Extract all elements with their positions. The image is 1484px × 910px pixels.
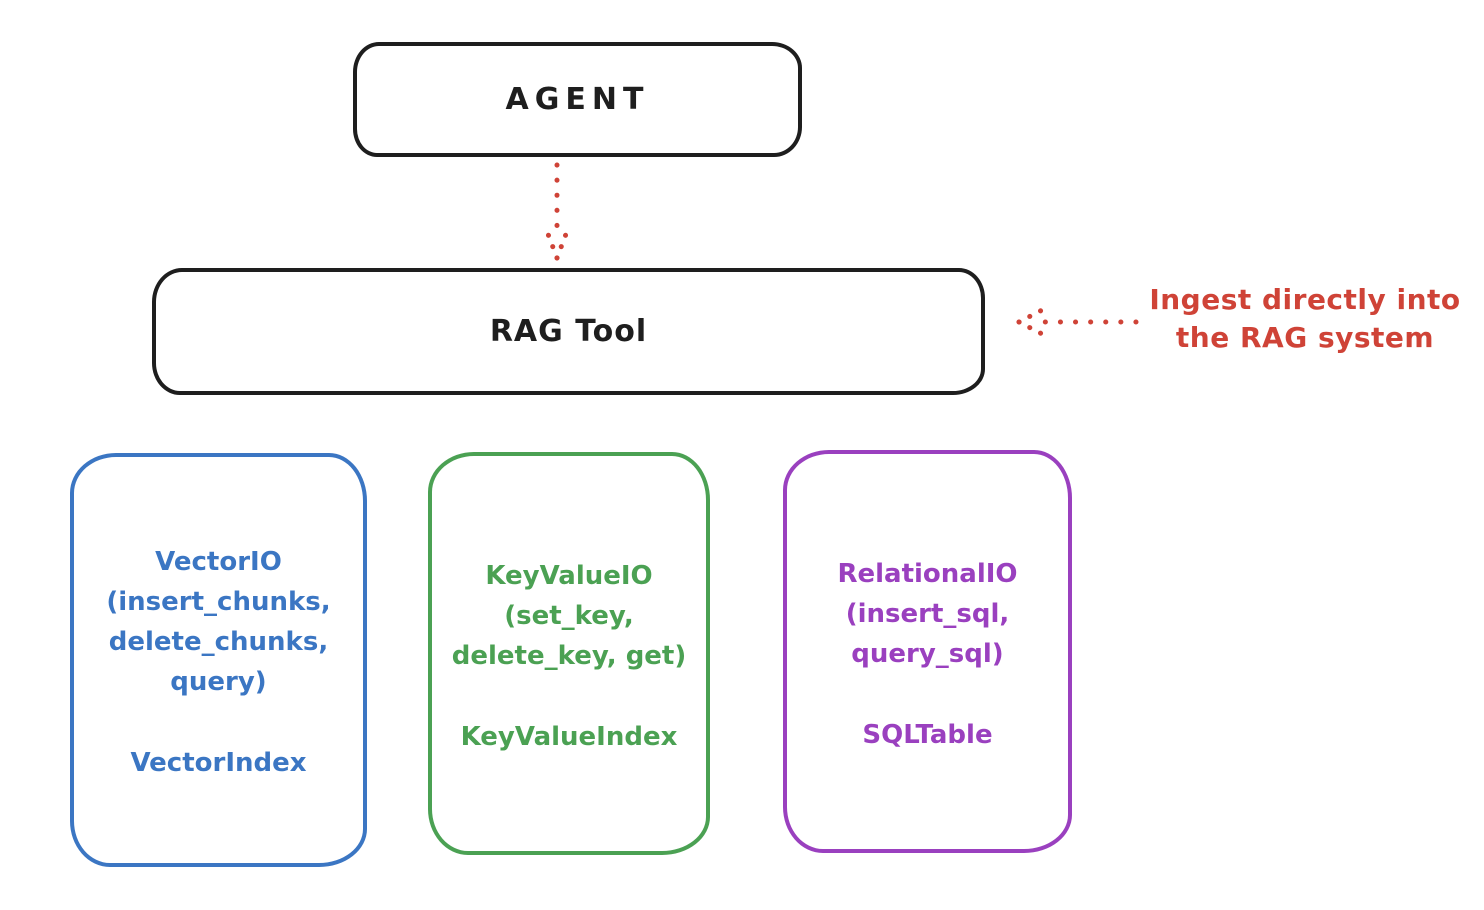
rag-tool-label: RAG Tool: [489, 314, 648, 349]
ingest-annotation: Ingest directly into the RAG system: [1138, 281, 1472, 357]
signature-line: query): [170, 667, 267, 697]
signature-line: VectorIO: [155, 547, 282, 577]
ingest-arrow-icon: [1016, 305, 1139, 339]
signature-line: delete_chunks,: [108, 627, 329, 657]
keyvalueio-card: KeyValueIO (set_key, delete_key, get) Ke…: [428, 452, 710, 855]
signature-line: delete_key, get): [451, 640, 687, 671]
signature-line: (set_key,: [504, 600, 634, 631]
vectorio-signature: VectorIO (insert_chunks, delete_chunks, …: [106, 542, 330, 702]
ingest-annotation-line1: Ingest directly into: [1149, 283, 1461, 316]
signature-line: RelationalIO: [837, 558, 1018, 589]
rag-tool-box: RAG Tool: [152, 268, 985, 395]
vectorio-index-label: VectorIndex: [130, 748, 307, 778]
signature-line: (insert_sql,: [845, 598, 1010, 629]
ingest-annotation-line2: the RAG system: [1175, 321, 1435, 354]
keyvalueio-signature: KeyValueIO (set_key, delete_key, get): [452, 556, 687, 676]
agent-label: AGENT: [505, 82, 650, 117]
agent-box: AGENT: [353, 42, 802, 157]
signature-line: query_sql): [851, 638, 1004, 669]
vectorio-card: VectorIO (insert_chunks, delete_chunks, …: [70, 453, 367, 867]
relationalio-card: RelationalIO (insert_sql, query_sql) SQL…: [783, 450, 1072, 853]
relationalio-index-label: SQLTable: [862, 719, 993, 750]
signature-line: (insert_chunks,: [106, 587, 331, 617]
agent-to-rag-arrow-icon: [542, 162, 572, 261]
relationalio-signature: RelationalIO (insert_sql, query_sql): [837, 554, 1017, 674]
keyvalueio-index-label: KeyValueIndex: [460, 721, 678, 752]
signature-line: KeyValueIO: [485, 560, 653, 591]
